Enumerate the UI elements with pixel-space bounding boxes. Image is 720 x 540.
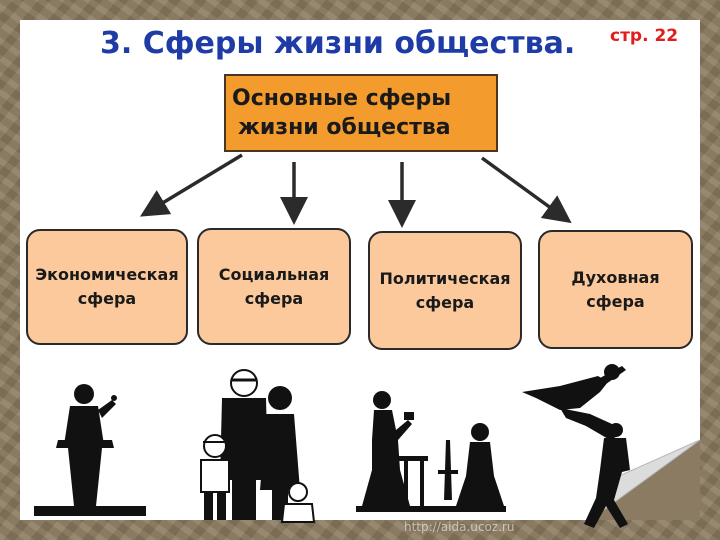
- sphere-economic-line-1: Экономическая: [35, 265, 179, 284]
- main-concept-box: Основные сферы жизни общества: [224, 74, 498, 152]
- page-reference: стр. 22: [610, 26, 679, 46]
- main-box-line-2: жизни общества: [238, 115, 451, 140]
- slide-title: 3. Сферы жизни общества.: [100, 26, 576, 61]
- watermark: http://aida.ucoz.ru: [404, 520, 515, 534]
- family-icon: [200, 369, 316, 523]
- sphere-spiritual: Духовная сфера: [538, 230, 693, 349]
- sphere-social-line-2: сфера: [244, 288, 304, 308]
- sphere-social-line-1: Социальная: [218, 264, 330, 284]
- sphere-spiritual-line-1: Духовная: [571, 267, 660, 287]
- sphere-political: Политическая сфера: [368, 231, 522, 350]
- speaker-at-podium-icon: [34, 384, 146, 516]
- sphere-social: Социальная сфера: [197, 228, 351, 345]
- arrow-to-spiritual: [480, 156, 572, 224]
- dancing-couple-icon: [522, 364, 630, 528]
- main-box-line-1: Основные сферы: [232, 86, 452, 111]
- arrow-to-economic: [140, 153, 243, 217]
- reading-woman-and-musician-icon: [356, 391, 506, 512]
- sphere-economic: Экономическая сфера: [26, 229, 188, 345]
- sphere-spiritual-line-2: сфера: [586, 291, 645, 311]
- sphere-economic-line-2: сфера: [77, 289, 137, 308]
- sphere-political-line-2: сфера: [415, 292, 475, 312]
- sphere-political-line-1: Политическая: [379, 268, 511, 288]
